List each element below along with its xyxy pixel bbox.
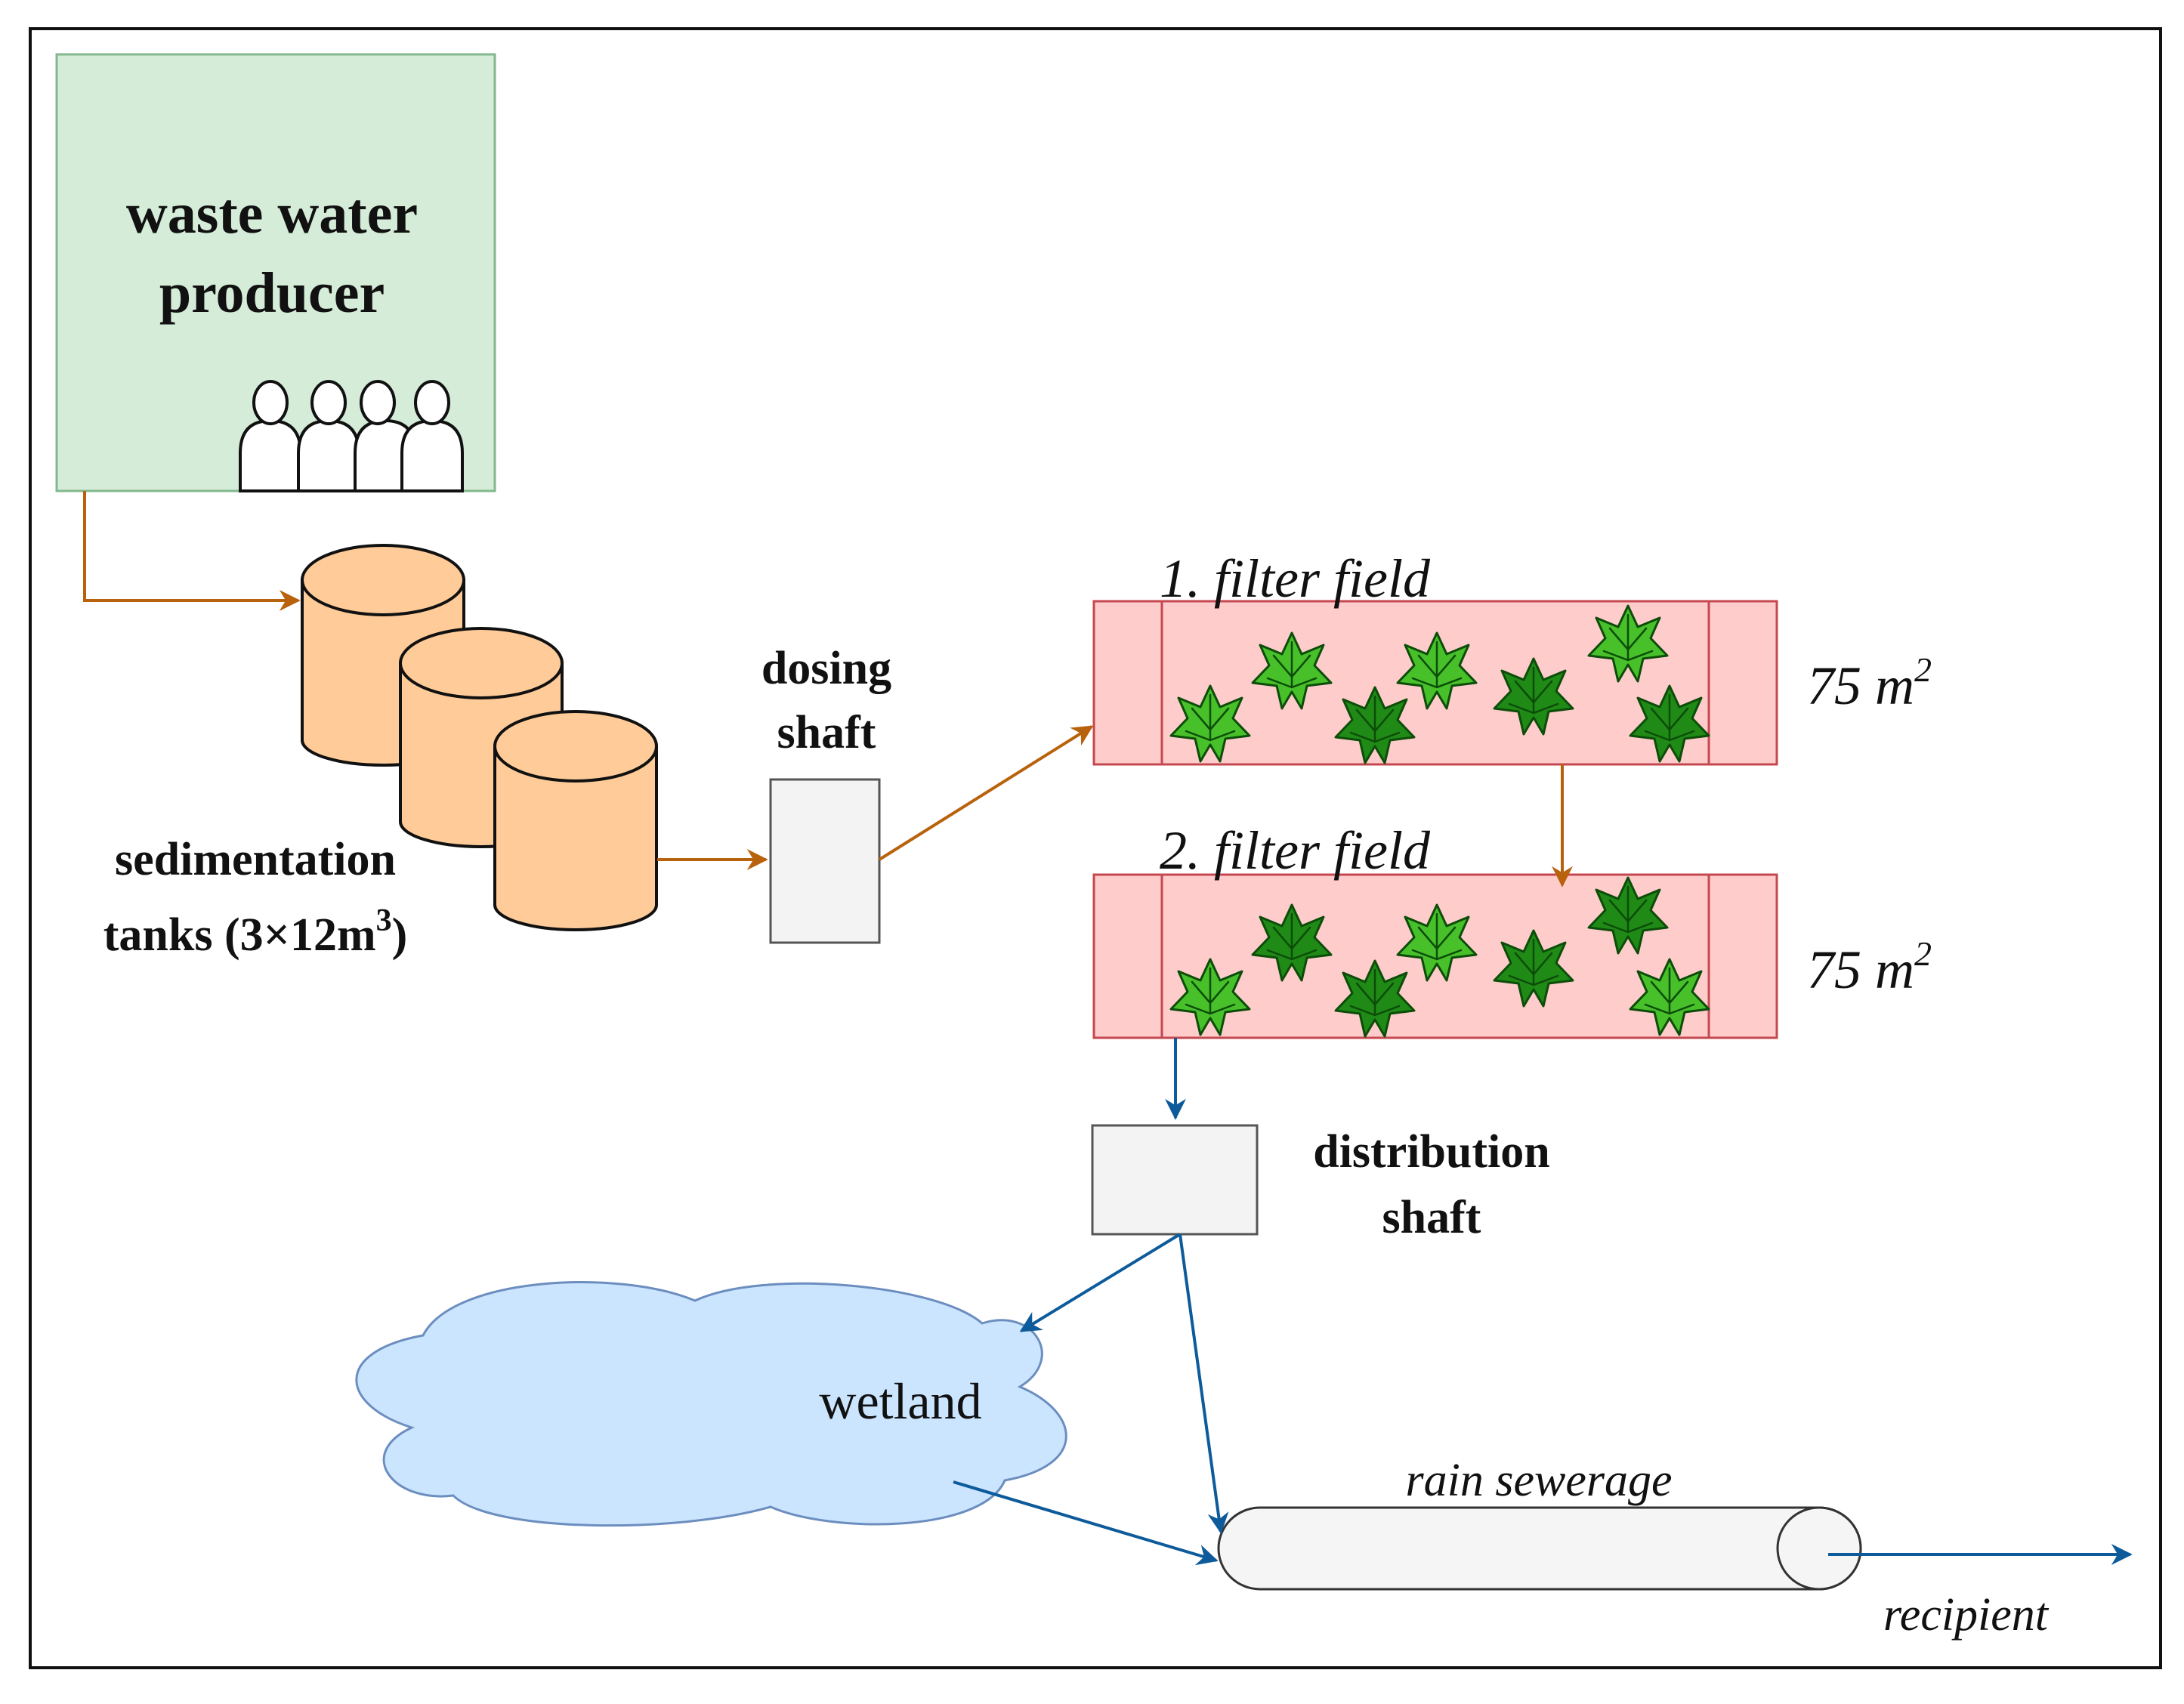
producer-label-line1: waste water bbox=[126, 182, 418, 245]
filter-field-1: 1. filter field 75 m2 bbox=[1092, 548, 1932, 766]
dosing-shaft-label-line2: shaft bbox=[777, 707, 876, 758]
flow-arrow-distribution-to-sewerage bbox=[1178, 1233, 1229, 1534]
flow-arrow-dosing-shaft-to-field-1 bbox=[878, 725, 1094, 861]
distribution-shaft: distribution shaft bbox=[1091, 1124, 1550, 1243]
flow-arrow-wetland-to-sewerage bbox=[953, 1480, 1219, 1566]
wetland-cloud bbox=[355, 1281, 1067, 1527]
sedimentation-tanks bbox=[301, 544, 658, 931]
recipient-label: recipient bbox=[1883, 1589, 2050, 1641]
people-group-icon bbox=[239, 380, 464, 492]
rain-sewerage-pipe: rain sewerage bbox=[1217, 1455, 1862, 1591]
pipe-body bbox=[1217, 1506, 1862, 1591]
wetland: wetland bbox=[355, 1281, 1067, 1527]
producer-label-line2: producer bbox=[159, 261, 385, 325]
tank-3 bbox=[493, 710, 658, 931]
distribution-shaft-label-line1: distribution bbox=[1313, 1126, 1550, 1178]
rain-sewerage-label: rain sewerage bbox=[1405, 1455, 1672, 1506]
sedimentation-label-line2: tanks (3×12m3) bbox=[103, 903, 408, 961]
dosing-shaft: dosing shaft bbox=[761, 643, 891, 944]
distribution-shaft-label-line2: shaft bbox=[1382, 1192, 1481, 1243]
waste-water-producer: waste water producer bbox=[55, 53, 496, 492]
filter-field-1-title: 1. filter field bbox=[1160, 548, 1431, 609]
flow-arrow-distribution-to-wetland bbox=[1019, 1233, 1182, 1332]
filter-field-1-area: 75 m2 bbox=[1807, 650, 1932, 716]
dosing-shaft-label-line1: dosing bbox=[761, 643, 891, 694]
pipe-end bbox=[1776, 1506, 1862, 1591]
filter-field-2-area: 75 m2 bbox=[1807, 934, 1932, 1000]
wetland-label: wetland bbox=[819, 1372, 981, 1430]
filter-field-2: 2. filter field 75 m2 bbox=[1092, 820, 1932, 1039]
distribution-shaft-box bbox=[1091, 1124, 1259, 1236]
filter-field-2-title: 2. filter field bbox=[1160, 820, 1431, 881]
flow-arrows bbox=[83, 491, 2133, 1566]
dosing-shaft-box bbox=[769, 778, 881, 944]
flow-arrow-producer-to-tanks bbox=[83, 491, 301, 611]
sedimentation-label-line1: sedimentation bbox=[115, 834, 396, 885]
